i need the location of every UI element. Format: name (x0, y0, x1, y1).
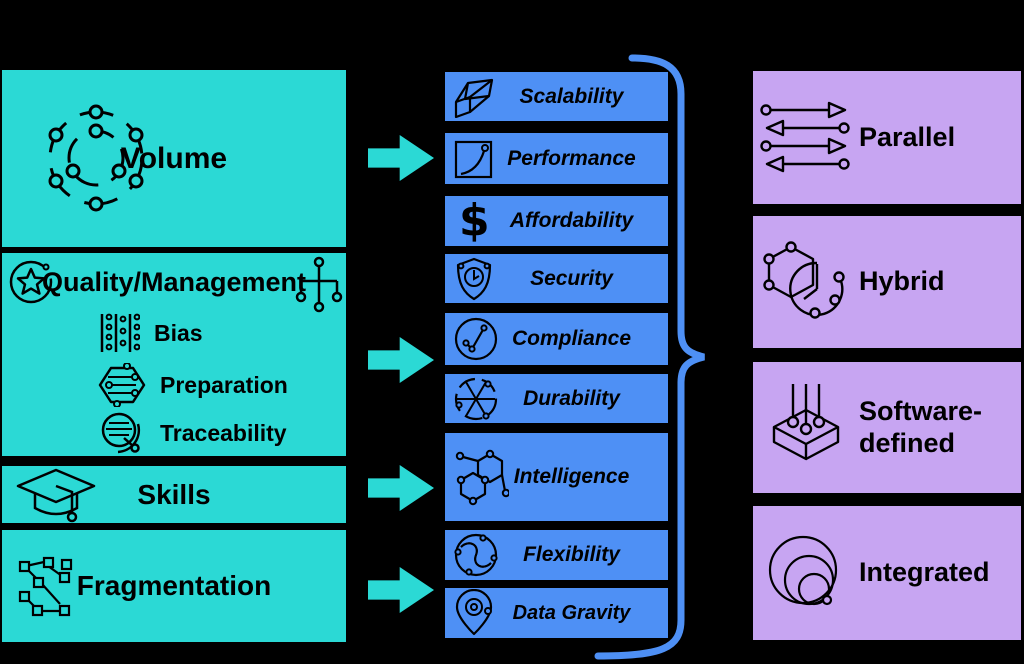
requirement-security-label: Security (530, 266, 613, 290)
challenge-skills-label: Skills (137, 478, 211, 510)
requirement-compliance-label: Compliance (511, 327, 632, 350)
requirement-performance-label: Performance (507, 146, 636, 170)
challenge-traceability-row: Traceability (98, 409, 287, 457)
hybrid-icon-wrap (753, 237, 859, 327)
hybrid-hexagon-circle-icon (763, 241, 845, 319)
security-shield-icon (456, 257, 492, 300)
requirement-affordability-label: Affordability (509, 209, 634, 232)
star-circle-icon (9, 260, 53, 304)
volume-icon (48, 104, 144, 212)
challenge-traceability-label: Traceability (160, 419, 287, 446)
approach-hybrid-label: Hybrid (859, 266, 945, 297)
preparation-icon (98, 363, 146, 407)
parallel-arrows-icon (760, 101, 850, 172)
requirement-flexibility-label: Flexibility (523, 543, 620, 566)
approach-parallel-box: Parallel (753, 71, 1021, 204)
integrated-circles-icon (768, 535, 838, 606)
integrated-icon-wrap (753, 533, 859, 613)
traceability-icon (101, 412, 141, 454)
approach-integrated-label: Integrated (859, 557, 990, 588)
bias-icon (100, 313, 140, 352)
challenge-bias-label: Bias (154, 319, 203, 346)
challenge-volume-box: Volume (2, 70, 346, 247)
intelligence-hexagons-icon (455, 449, 509, 506)
challenge-preparation-row: Preparation (98, 361, 288, 409)
flexibility-swirl-icon (454, 533, 498, 577)
approach-software-defined-label: Software-defined (859, 396, 983, 458)
requirement-intelligence-label: Intelligence (513, 465, 630, 488)
requirement-security-box: Security (443, 252, 670, 305)
compliance-check-icon (454, 317, 498, 361)
challenge-bias-row: Bias (98, 309, 203, 357)
approach-integrated-box: Integrated (753, 506, 1021, 640)
flow-arrow-skills (368, 465, 434, 511)
flow-arrow-quality (368, 337, 434, 383)
flow-arrow-volume (368, 135, 434, 181)
software-defined-icon-wrap (753, 382, 859, 474)
challenge-fragmentation-box: Fragmentation (2, 530, 346, 642)
software-defined-box-icon (772, 383, 840, 460)
approach-hybrid-box: Hybrid (753, 216, 1021, 348)
requirement-compliance-box: Compliance (443, 311, 670, 367)
requirement-data-gravity-box: Data Gravity (443, 586, 670, 640)
fragmentation-icon (18, 556, 73, 617)
parallel-icon-wrap (753, 100, 859, 176)
requirement-flexibility-box: Flexibility (443, 528, 670, 582)
flow-arrow-fragmentation (368, 567, 434, 613)
challenge-preparation-label: Preparation (160, 371, 288, 398)
requirement-data-gravity-label: Data Gravity (512, 601, 631, 624)
requirement-durability-box: Durability (443, 372, 670, 425)
approach-software-defined-box: Software-defined (753, 362, 1021, 493)
challenge-volume-label: Volume (120, 141, 228, 175)
dollar-icon: $ (459, 195, 490, 246)
performance-icon (454, 140, 493, 178)
challenge-quality-label: Quality/Management (41, 267, 307, 297)
challenge-quality-box: Quality/Management (2, 253, 346, 456)
requirement-performance-box: Performance (443, 131, 670, 186)
requirement-intelligence-box: Intelligence (443, 431, 670, 523)
challenge-skills-box: Skills (2, 466, 346, 523)
requirement-affordability-box: $ Affordability (443, 194, 670, 248)
scalability-icon (454, 78, 494, 118)
requirement-scalability-box: Scalability (443, 70, 670, 123)
challenge-fragmentation-label: Fragmentation (76, 570, 272, 601)
data-gravity-pin-icon (455, 589, 493, 636)
hierarchy-icon (295, 256, 343, 313)
requirement-scalability-label: Scalability (519, 84, 624, 108)
durability-wheel-icon (454, 377, 498, 420)
approach-parallel-label: Parallel (859, 121, 956, 152)
graduation-cap-icon (16, 468, 96, 523)
requirement-durability-label: Durability (523, 386, 620, 410)
